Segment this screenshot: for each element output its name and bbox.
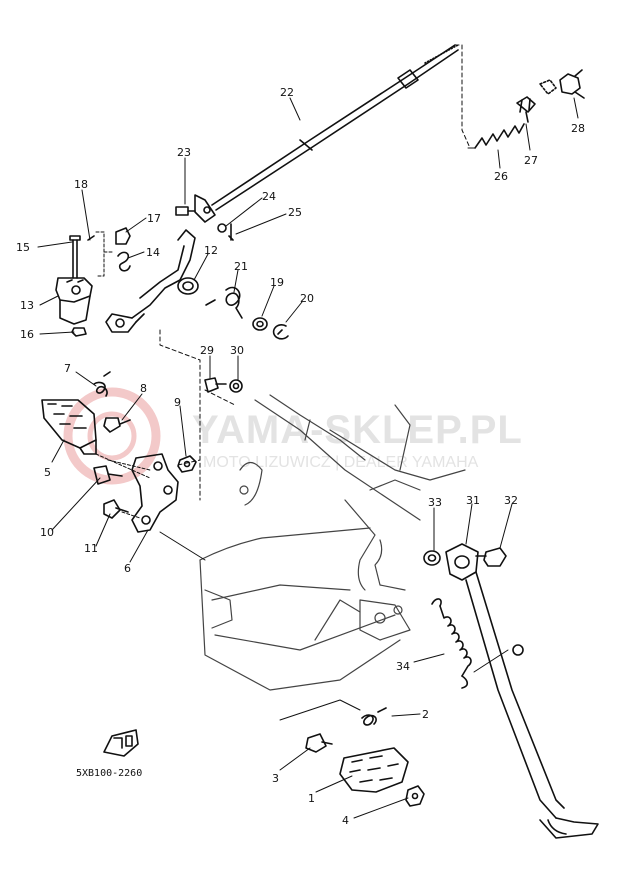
callout-27: 27 [524,154,538,167]
callout-7: 7 [64,362,71,375]
callout-2: 2 [422,708,429,721]
leader-lines [37,97,579,819]
callout-21: 21 [234,260,248,273]
callout-20: 20 [300,292,314,305]
callout-17: 17 [147,212,161,225]
callout-9: 9 [174,396,181,409]
callout-15: 15 [16,241,30,254]
part-code-label: 5XB100-2260 [76,768,143,779]
shift-guide-set [55,227,131,337]
callout-5: 5 [44,466,51,479]
bolt-pair [204,377,243,393]
callout-32: 32 [504,494,518,507]
callout-12: 12 [204,244,218,257]
callout-18: 18 [74,178,88,191]
frame [199,394,466,691]
callouts: 22 28 27 26 23 24 25 18 17 15 14 12 21 1… [16,86,585,827]
return-spring-set [205,286,289,340]
callout-14: 14 [146,246,160,259]
callout-22: 22 [280,86,294,99]
callout-16: 16 [20,328,34,341]
reference-lines [159,329,236,501]
callout-11: 11 [84,542,98,555]
shift-pedal [105,229,199,333]
right-footrest-set [279,699,425,807]
left-footrest-set [41,371,206,561]
callout-31: 31 [466,494,480,507]
callout-1: 1 [308,792,315,805]
callout-30: 30 [230,344,244,357]
watermark-title: YAMA-SKLEP.PL [192,408,523,452]
callout-24: 24 [262,190,276,203]
callout-25: 25 [288,206,302,219]
callout-8: 8 [140,382,147,395]
callout-3: 3 [272,772,279,785]
callout-6: 6 [124,562,131,575]
callout-28: 28 [571,122,585,135]
clevis-joint [175,194,234,241]
shift-rod-assembly [211,44,585,211]
callout-23: 23 [177,146,191,159]
sidestand-set [423,543,599,839]
callout-4: 4 [342,814,349,827]
callout-13: 13 [20,299,34,312]
watermark-subtitle: MOTO LIZUWICZ | DEALER YAMAHA [203,454,479,471]
callout-10: 10 [40,526,54,539]
callout-26: 26 [494,170,508,183]
callout-33: 33 [428,496,442,509]
callout-34: 34 [396,660,410,673]
part-code-icon [103,729,139,757]
callout-19: 19 [270,276,284,289]
callout-29: 29 [200,344,214,357]
